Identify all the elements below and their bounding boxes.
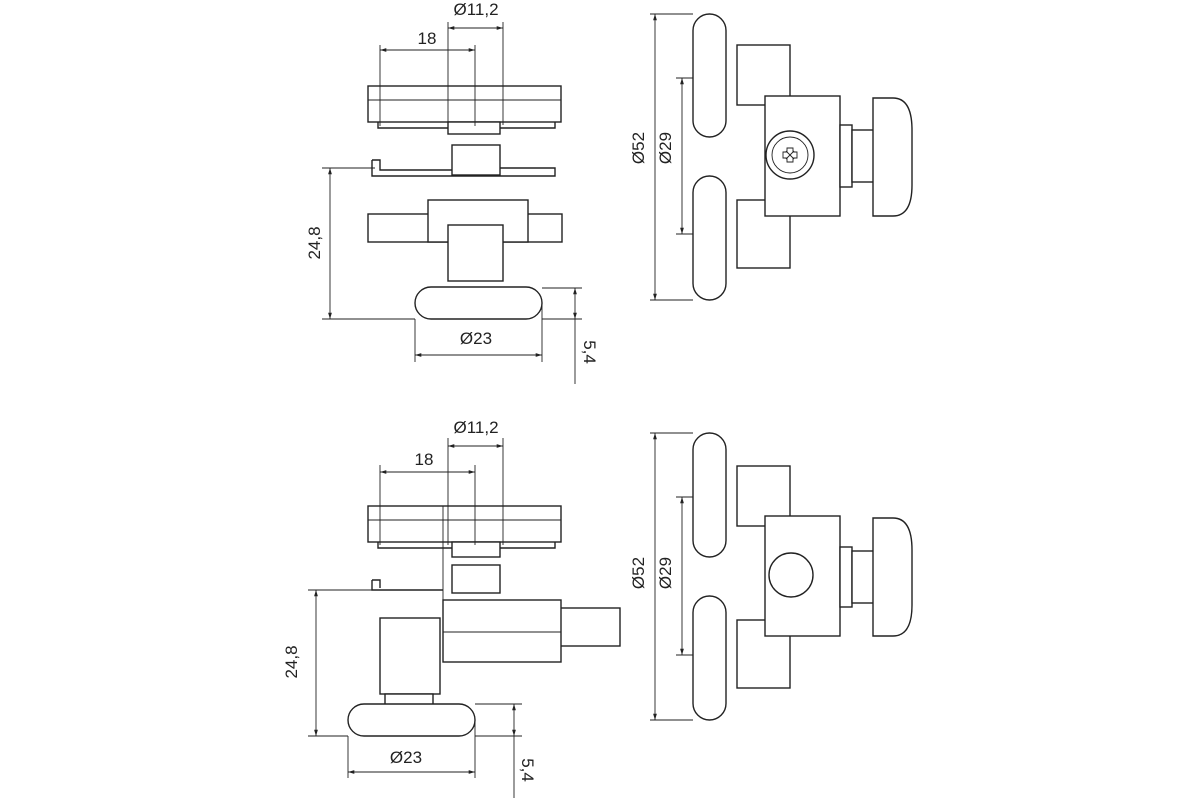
width-label: 18 [415, 450, 434, 469]
wheel-thickness-label: 5,4 [580, 340, 599, 364]
height-label: 24,8 [305, 226, 324, 259]
outer-diameter-label: Ø52 [629, 132, 648, 164]
shaft-diameter-label: Ø11,2 [453, 0, 498, 19]
top-side-view: Ø11,2 18 24,8 Ø23 5,4 [305, 0, 599, 384]
inner-diameter-label: Ø29 [656, 557, 675, 589]
bottom-side-view: Ø11,2 18 24,8 Ø23 5,4 [282, 418, 621, 798]
wheel-diameter-label: Ø23 [390, 748, 422, 767]
wheel-thickness-label: 5,4 [518, 758, 537, 782]
screw-head-icon [765, 130, 815, 180]
shaft-diameter-label: Ø11,2 [453, 418, 498, 437]
inner-diameter-label: Ø29 [656, 132, 675, 164]
roller-body [367, 85, 563, 320]
dimension-lines [322, 22, 582, 384]
dimension-lines [650, 13, 693, 301]
top-front-view: Ø52 Ø29 [629, 13, 913, 301]
cap-icon [768, 552, 814, 598]
width-label: 18 [418, 29, 437, 48]
outer-diameter-label: Ø52 [629, 557, 648, 589]
dimension-lines [650, 432, 693, 721]
roller-body [692, 13, 913, 301]
dimension-lines [308, 438, 522, 798]
height-label: 24,8 [282, 645, 301, 678]
bottom-front-view: Ø52 Ø29 [629, 432, 913, 721]
wheel-diameter-label: Ø23 [460, 329, 492, 348]
roller-body [347, 505, 621, 737]
